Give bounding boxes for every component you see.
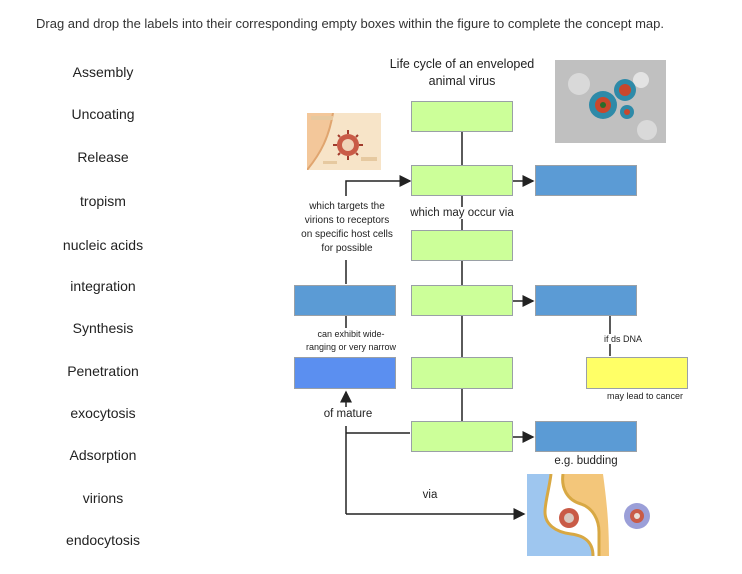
- of-mature-text: of mature: [312, 408, 384, 420]
- map-title: Life cycle of an enveloped animal virus: [370, 56, 554, 90]
- targets-line4: for possible: [321, 243, 373, 254]
- drop-box-10[interactable]: [586, 357, 688, 389]
- via-text: via: [422, 489, 438, 501]
- label-adsorption[interactable]: Adsorption: [69, 447, 137, 463]
- drop-box-11[interactable]: [411, 421, 513, 452]
- drop-box-2[interactable]: [411, 165, 513, 196]
- label-release[interactable]: Release: [77, 149, 129, 165]
- label-exocytosis[interactable]: exocytosis: [70, 405, 136, 421]
- virus-micrograph-image: [555, 60, 666, 143]
- drop-box-1[interactable]: [411, 101, 513, 132]
- budding-virion-image: [527, 473, 662, 557]
- drop-box-8[interactable]: [294, 357, 396, 389]
- exhibit-line2: ranging or very narrow: [305, 342, 397, 352]
- targets-line3: on specific host cells: [301, 229, 393, 240]
- exhibit-line1: can exhibit wide-: [317, 329, 385, 339]
- exhibit-text: can exhibit wide- ranging or very narrow: [292, 328, 410, 354]
- budding-text: e.g. budding: [554, 455, 618, 467]
- drop-box-9[interactable]: [411, 357, 513, 389]
- label-synthesis[interactable]: Synthesis: [72, 320, 134, 336]
- drop-box-12[interactable]: [535, 421, 637, 452]
- drop-box-5[interactable]: [294, 285, 396, 316]
- virus-receptor-image: [306, 112, 381, 171]
- label-integration[interactable]: integration: [70, 278, 136, 294]
- occur-via-text: which may occur via: [404, 207, 520, 219]
- cancer-text: may lead to cancer: [606, 391, 684, 401]
- drop-box-7[interactable]: [535, 285, 637, 316]
- label-penetration[interactable]: Penetration: [67, 363, 139, 379]
- label-nucleic-acids[interactable]: nucleic acids: [62, 237, 144, 253]
- instruction-text: Drag and drop the labels into their corr…: [36, 16, 664, 31]
- drop-box-3[interactable]: [535, 165, 637, 196]
- label-uncoating[interactable]: Uncoating: [71, 106, 135, 122]
- drop-box-4[interactable]: [411, 230, 513, 261]
- targets-line1: which targets the: [309, 201, 385, 212]
- targets-text: which targets the virions to receptors o…: [292, 200, 402, 256]
- label-virions[interactable]: virions: [82, 490, 124, 506]
- targets-line2: virions to receptors: [304, 215, 390, 226]
- label-endocytosis[interactable]: endocytosis: [66, 532, 140, 548]
- drop-box-6[interactable]: [411, 285, 513, 316]
- map-title-line1: Life cycle of an enveloped: [389, 57, 535, 71]
- label-tropism[interactable]: tropism: [80, 193, 126, 209]
- if-ds-dna-text: if ds DNA: [604, 334, 664, 344]
- label-assembly[interactable]: Assembly: [72, 64, 134, 80]
- map-title-line2: animal virus: [428, 74, 496, 88]
